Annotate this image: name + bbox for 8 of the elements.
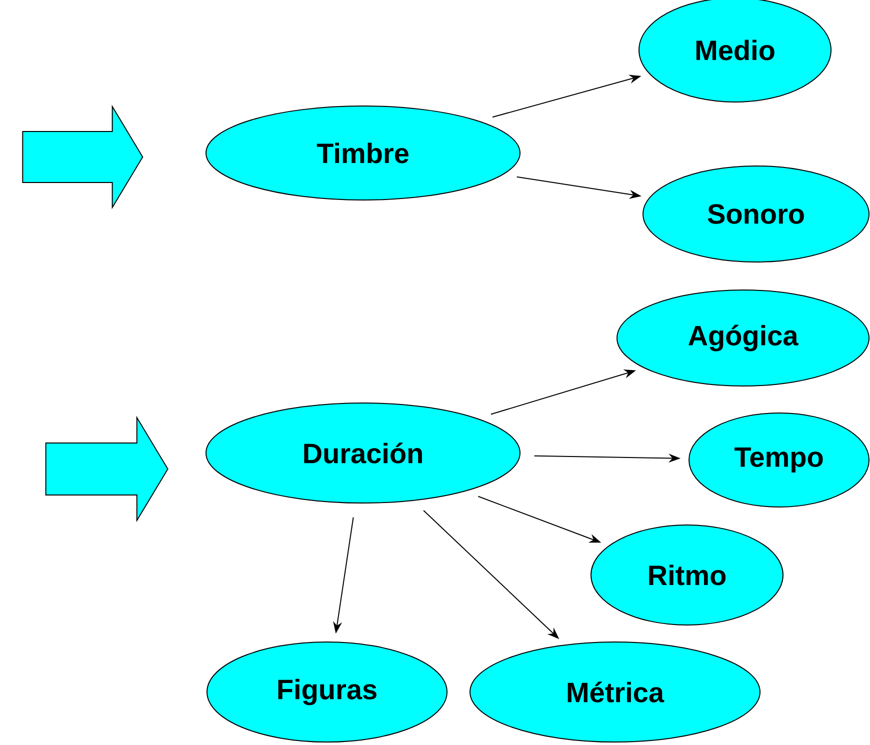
ellipse-node: Ritmo [590,524,784,626]
ellipse-node: Duración [206,402,520,504]
ellipse-node: Tempo [688,412,870,508]
ellipse-node: Métrica [470,642,760,742]
ellipse-node: Sonoro [642,166,870,262]
ellipse-node: Timbre [206,106,520,200]
ellipse-node: Figuras [206,642,448,742]
ellipse-node: Agógica [616,290,870,386]
